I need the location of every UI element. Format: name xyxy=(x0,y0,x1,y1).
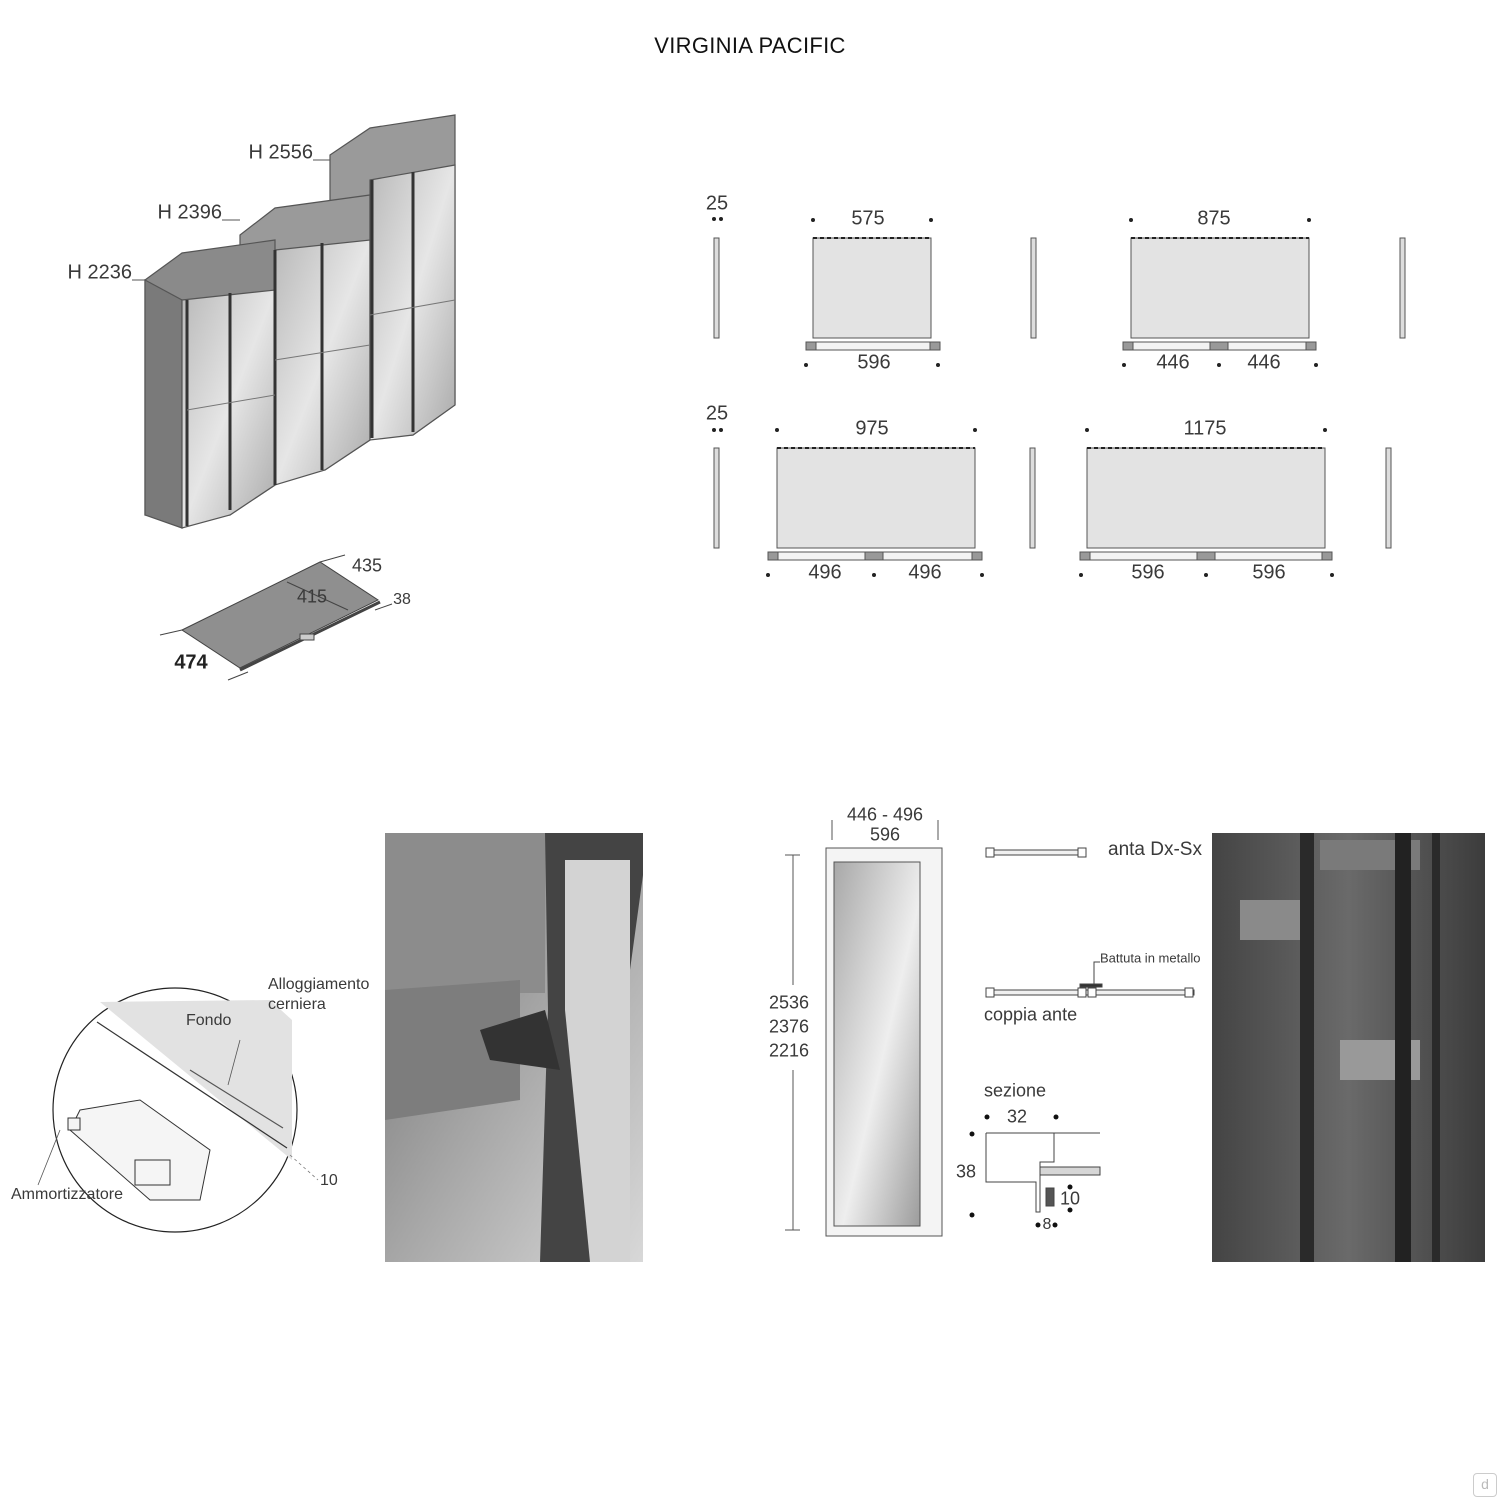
label-damper: Ammortizzatore xyxy=(11,1186,124,1203)
dim-door-596: 596 xyxy=(857,351,891,374)
door-height-2376: 2376 xyxy=(768,1016,810,1037)
dim-depth-inner: 415 xyxy=(296,586,328,607)
door-height-2216: 2216 xyxy=(768,1040,810,1061)
module-plan xyxy=(159,554,393,681)
door-sections xyxy=(969,847,1195,1228)
height-label-2556: H 2556 xyxy=(248,141,314,164)
dim-door-596-left: 596 xyxy=(1131,561,1165,584)
label-section: sezione xyxy=(984,1080,1047,1101)
height-label-2236: H 2236 xyxy=(67,261,133,284)
page-title: VIRGINIA PACIFIC xyxy=(654,33,846,58)
dim-gap-8: 8 xyxy=(1042,1216,1052,1233)
dim-door-446-left: 446 xyxy=(1156,351,1190,374)
label-metal-stop: Battuta in metallo xyxy=(1100,950,1201,966)
height-leaders xyxy=(132,159,330,281)
dim-width-875: 875 xyxy=(1197,207,1231,230)
door-width-596: 596 xyxy=(869,824,901,845)
door-width-range: 446 - 496 xyxy=(846,804,924,825)
dim-profile-32: 32 xyxy=(1006,1106,1028,1127)
dim-depth-total: 474 xyxy=(174,651,208,674)
dim-door-thickness: 38 xyxy=(393,591,411,608)
dim-door-596-right: 596 xyxy=(1252,561,1286,584)
dim-door-496-left: 496 xyxy=(808,561,842,584)
label-housing-line1: Alloggiamento xyxy=(268,976,370,993)
dim-depth-outer: 435 xyxy=(351,555,383,576)
label-back-panel: Fondo xyxy=(186,1012,232,1029)
dim-width-575: 575 xyxy=(851,207,885,230)
door-elevation xyxy=(785,820,943,1237)
wardrobe-interior-photo xyxy=(1212,833,1485,1262)
wardrobe-isometric xyxy=(144,114,456,529)
dim-door-496-right: 496 xyxy=(908,561,942,584)
label-housing-line2: cerniera xyxy=(268,996,326,1013)
dim-side-panel: 25 xyxy=(705,192,729,215)
dim-width-975: 975 xyxy=(855,417,889,440)
dim-profile-38: 38 xyxy=(955,1161,977,1182)
label-single-door: anta Dx-Sx xyxy=(1108,839,1202,860)
dim-width-1175: 1175 xyxy=(1183,417,1227,440)
label-door-pair: coppia ante xyxy=(984,1004,1078,1025)
dim-glass-10: 10 xyxy=(1059,1188,1081,1209)
height-label-2396: H 2396 xyxy=(157,201,223,224)
hinge-photo xyxy=(385,833,643,1262)
dim-door-446-right: 446 xyxy=(1247,351,1281,374)
width-plans xyxy=(712,217,1406,577)
dim-hinge-10: 10 xyxy=(320,1172,338,1189)
brand-logo: d xyxy=(1473,1473,1497,1497)
dim-side-panel: 25 xyxy=(705,402,729,425)
hinge-detail xyxy=(37,987,319,1233)
door-height-2536: 2536 xyxy=(768,992,810,1013)
